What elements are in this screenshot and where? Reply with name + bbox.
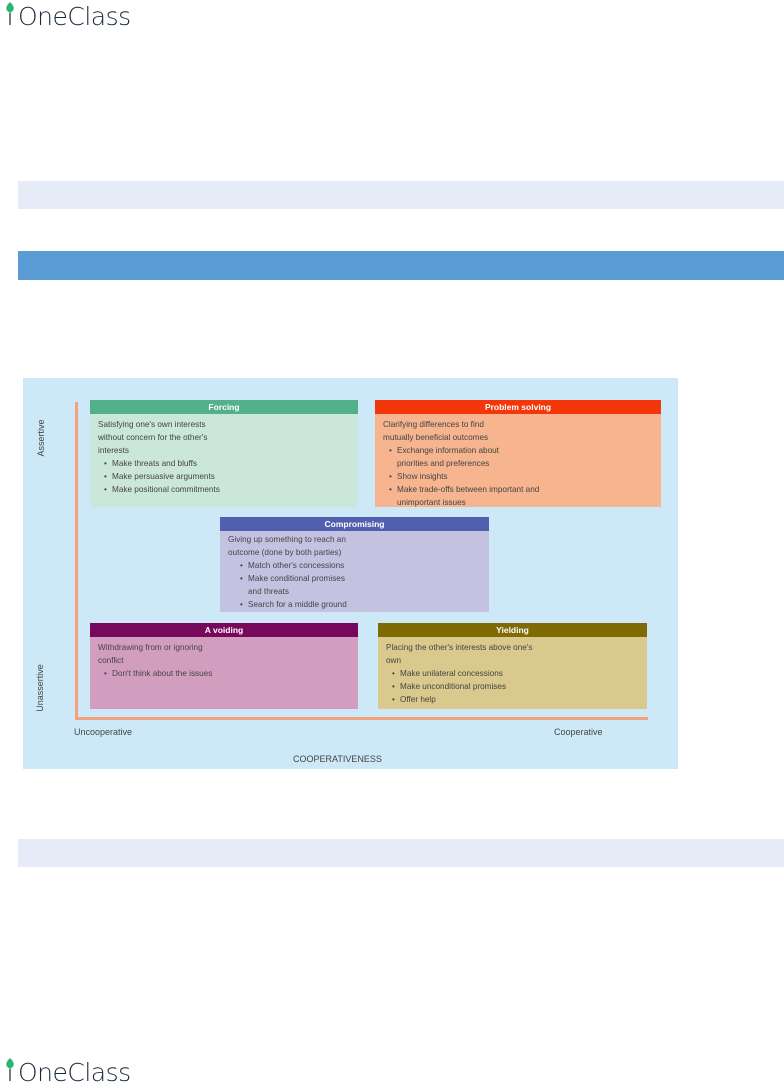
forcing-box: Forcing Satisfying one's own interests w…: [90, 400, 358, 507]
compromising-description: Giving up something to reach an outcome …: [228, 535, 346, 557]
avoiding-box: A voiding Withdrawing from or ignoring c…: [90, 623, 358, 709]
y-label-unassertive: Unassertive: [35, 664, 45, 712]
logo-leaf-icon: [2, 1, 18, 32]
logo-text: OneClass: [18, 2, 131, 31]
yielding-bullet: Make unconditional promises: [392, 680, 639, 693]
yielding-bullet: Make unilateral concessions: [392, 667, 639, 680]
problem-solving-box: Problem solving Clarifying differences t…: [375, 400, 661, 507]
y-label-assertive: Assertive: [36, 419, 46, 457]
logo-leaf-icon: [2, 1057, 18, 1088]
oneclass-logo: OneClass: [2, 1, 131, 32]
compromising-title: Compromising: [220, 517, 489, 531]
forcing-bullet: Make threats and bluffs: [104, 457, 350, 470]
yielding-description: Placing the other's interests above one'…: [386, 643, 533, 665]
problem-solving-bullet: Show insights: [389, 470, 653, 483]
yielding-title: Yielding: [378, 623, 647, 637]
avoiding-title: A voiding: [90, 623, 358, 637]
compromising-box: Compromising Giving up something to reac…: [220, 517, 489, 612]
forcing-bullet: Make persuasive arguments: [104, 470, 350, 483]
conflict-styles-diagram: Assertive Unassertive Uncooperative Coop…: [23, 378, 678, 769]
compromising-bullet: Make conditional promises and threats: [240, 572, 358, 598]
compromising-bullet: Match other's concessions: [240, 559, 481, 572]
forcing-title: Forcing: [90, 400, 358, 414]
problem-solving-title: Problem solving: [375, 400, 661, 414]
forcing-bullet: Make positional commitments: [104, 483, 350, 496]
forcing-description: Satisfying one's own interests without c…: [98, 420, 208, 455]
content-band-1: [18, 181, 784, 209]
x-axis-title: COOPERATIVENESS: [293, 754, 382, 764]
oneclass-logo-footer: OneClass: [2, 1057, 131, 1088]
yielding-bullet: Offer help: [392, 693, 639, 706]
problem-solving-bullet: Make trade-offs between important and un…: [389, 483, 547, 509]
compromising-bullet: Search for a middle ground: [240, 598, 481, 611]
x-label-uncooperative: Uncooperative: [74, 727, 133, 737]
yielding-box: Yielding Placing the other's interests a…: [378, 623, 647, 709]
assertiveness-axis: [75, 402, 78, 720]
cooperativeness-axis: [75, 717, 648, 720]
avoiding-description: Withdrawing from or ignoring conflict: [98, 643, 203, 665]
section-header-band: [18, 251, 784, 280]
avoiding-bullet: Don't think about the issues: [104, 667, 350, 680]
problem-solving-description: Clarifying differences to find mutually …: [383, 420, 489, 442]
logo-text: OneClass: [18, 1058, 131, 1087]
problem-solving-bullet: Exchange information about priorities an…: [389, 444, 522, 470]
x-label-cooperative: Cooperative: [554, 727, 603, 737]
content-band-2: [18, 839, 784, 867]
